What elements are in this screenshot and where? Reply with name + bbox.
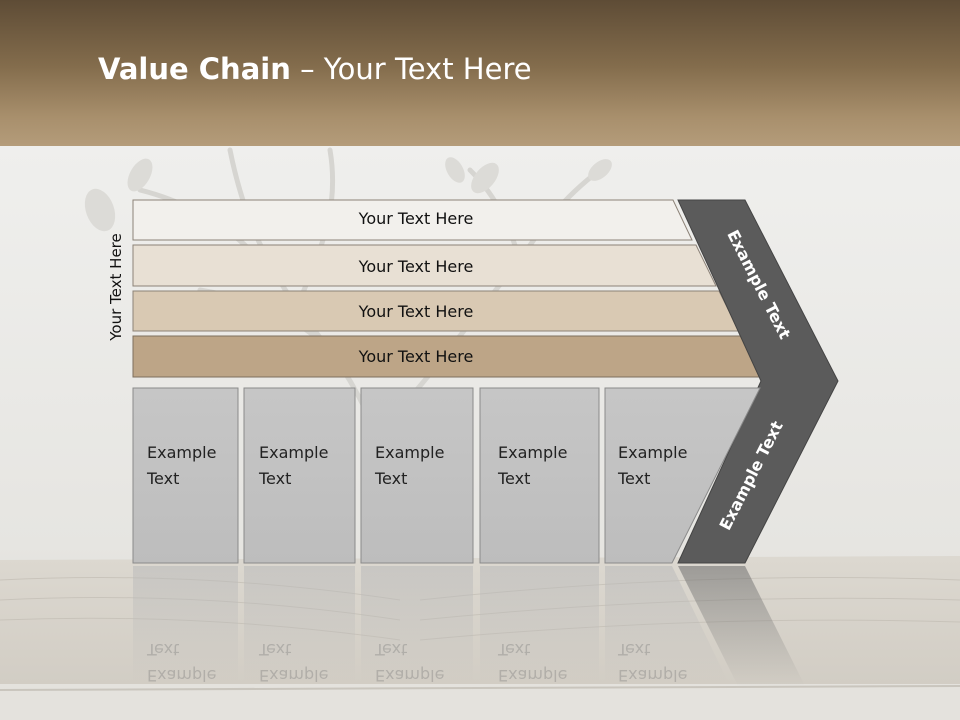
activity-box-4-line1: Example xyxy=(498,443,567,462)
title-rest: – Your Text Here xyxy=(290,52,532,86)
reflection-text-4: Text xyxy=(497,640,530,659)
activity-box-4-line2: Text xyxy=(497,469,530,488)
reflection-text-5: Text xyxy=(617,640,650,659)
support-bar-3-label: Your Text Here xyxy=(358,302,474,321)
activity-box-5-line2: Text xyxy=(617,469,650,488)
activity-box-4 xyxy=(479,387,600,564)
support-bar-1-label: Your Text Here xyxy=(358,209,474,228)
activity-box-5-line1: Example xyxy=(618,443,687,462)
activity-box-2 xyxy=(243,387,356,564)
activity-box-1 xyxy=(132,387,239,564)
reflection-text-3: Text xyxy=(374,640,407,659)
tree-leaves xyxy=(84,157,612,232)
slide-title: Value Chain – Your Text Here xyxy=(98,52,532,86)
support-bar-2-label: Your Text Here xyxy=(358,257,474,276)
activity-box-3-line1: Example xyxy=(375,443,444,462)
support-bar-2 xyxy=(132,244,717,287)
title-bold: Value Chain xyxy=(98,52,291,86)
reflection-text-8: Example xyxy=(375,666,444,685)
activity-box-1-line1: Example xyxy=(147,443,216,462)
reflection-text-10: Example xyxy=(618,666,687,685)
activity-box-3-line2: Text xyxy=(374,469,407,488)
reflection-text-9: Example xyxy=(498,666,567,685)
reflection-text-7: Example xyxy=(259,666,328,685)
activity-box-2-line2: Text xyxy=(258,469,291,488)
activity-box-3 xyxy=(360,387,474,564)
activity-box-2-line1: Example xyxy=(259,443,328,462)
reflection-text-2: Text xyxy=(258,640,291,659)
reflection: Text Text Text Text Text Example Example… xyxy=(133,566,805,686)
chevron-arrow xyxy=(677,199,839,564)
support-bar-1 xyxy=(132,199,693,241)
activity-box-5 xyxy=(604,387,761,564)
reflection-text-6: Example xyxy=(147,666,216,685)
header-band xyxy=(0,0,960,146)
support-bar-4-label: Your Text Here xyxy=(358,347,474,366)
reflection-text-1: Text xyxy=(146,640,179,659)
activity-box-1-line2: Text xyxy=(146,469,179,488)
